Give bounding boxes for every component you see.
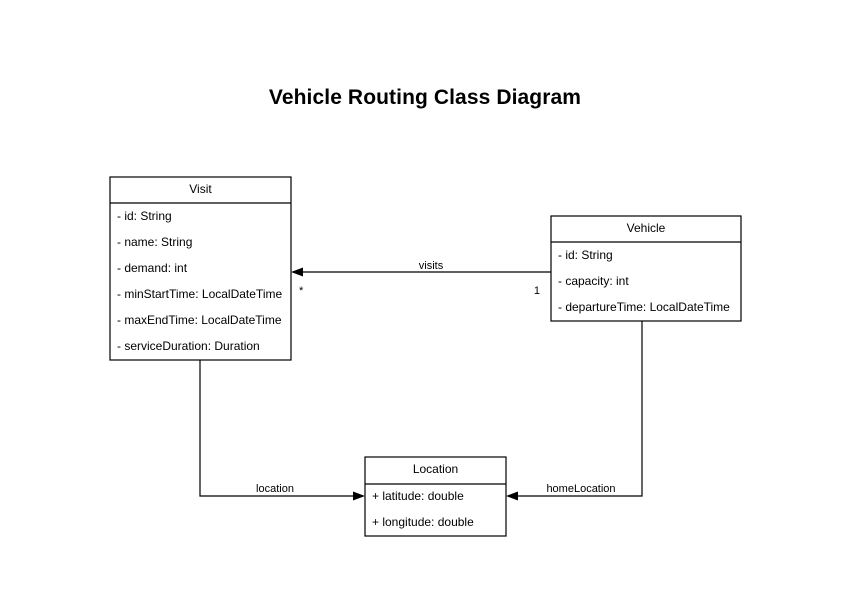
class-visit-attribute-4: - maxEndTime: LocalDateTime xyxy=(117,313,282,327)
edge-visits-source-multiplicity: 1 xyxy=(534,285,540,297)
class-vehicle-attribute-0: - id: String xyxy=(558,248,613,262)
class-box-vehicle-frame xyxy=(550,215,742,322)
class-name-location: Location xyxy=(413,462,458,476)
edge-homelocation-line xyxy=(511,321,643,497)
edge-homelocation-arrowhead xyxy=(506,491,518,501)
class-location-attribute-1: + longitude: double xyxy=(372,515,474,529)
class-box-visit[interactable]: Visit - id: String - name: String - dema… xyxy=(109,176,292,361)
edge-visits-target-multiplicity: * xyxy=(299,285,304,297)
class-box-location[interactable]: Location + latitude: double + longitude:… xyxy=(364,456,507,537)
class-vehicle-attribute-2: - departureTime: LocalDateTime xyxy=(558,300,730,314)
edge-homelocation-label: homeLocation xyxy=(546,483,615,495)
class-box-visit-frame xyxy=(109,176,292,361)
class-name-visit: Visit xyxy=(189,182,212,196)
page-title: Vehicle Routing Class Diagram xyxy=(268,86,582,109)
edge-location-line xyxy=(199,360,360,497)
edge-location-label: location xyxy=(256,483,294,495)
edge-visits-arrowhead xyxy=(291,267,303,277)
class-visit-attribute-0: - id: String xyxy=(117,209,172,223)
edge-visits-label: visits xyxy=(419,260,444,272)
class-visit-attribute-1: - name: String xyxy=(117,235,192,249)
edge-visits[interactable]: visits * 1 xyxy=(291,260,551,297)
class-location-attribute-0: + latitude: double xyxy=(372,489,464,503)
edge-location[interactable]: location xyxy=(199,360,365,501)
class-box-vehicle[interactable]: Vehicle - id: String - capacity: int - d… xyxy=(550,215,742,322)
class-box-location-frame xyxy=(364,456,507,537)
class-visit-attribute-5: - serviceDuration: Duration xyxy=(117,339,260,353)
edge-homelocation[interactable]: homeLocation xyxy=(506,321,643,501)
class-name-vehicle: Vehicle xyxy=(627,221,666,235)
class-vehicle-attribute-1: - capacity: int xyxy=(558,274,629,288)
class-visit-attribute-2: - demand: int xyxy=(117,261,188,275)
edge-location-arrowhead xyxy=(353,491,365,501)
class-visit-attribute-3: - minStartTime: LocalDateTime xyxy=(117,287,282,301)
